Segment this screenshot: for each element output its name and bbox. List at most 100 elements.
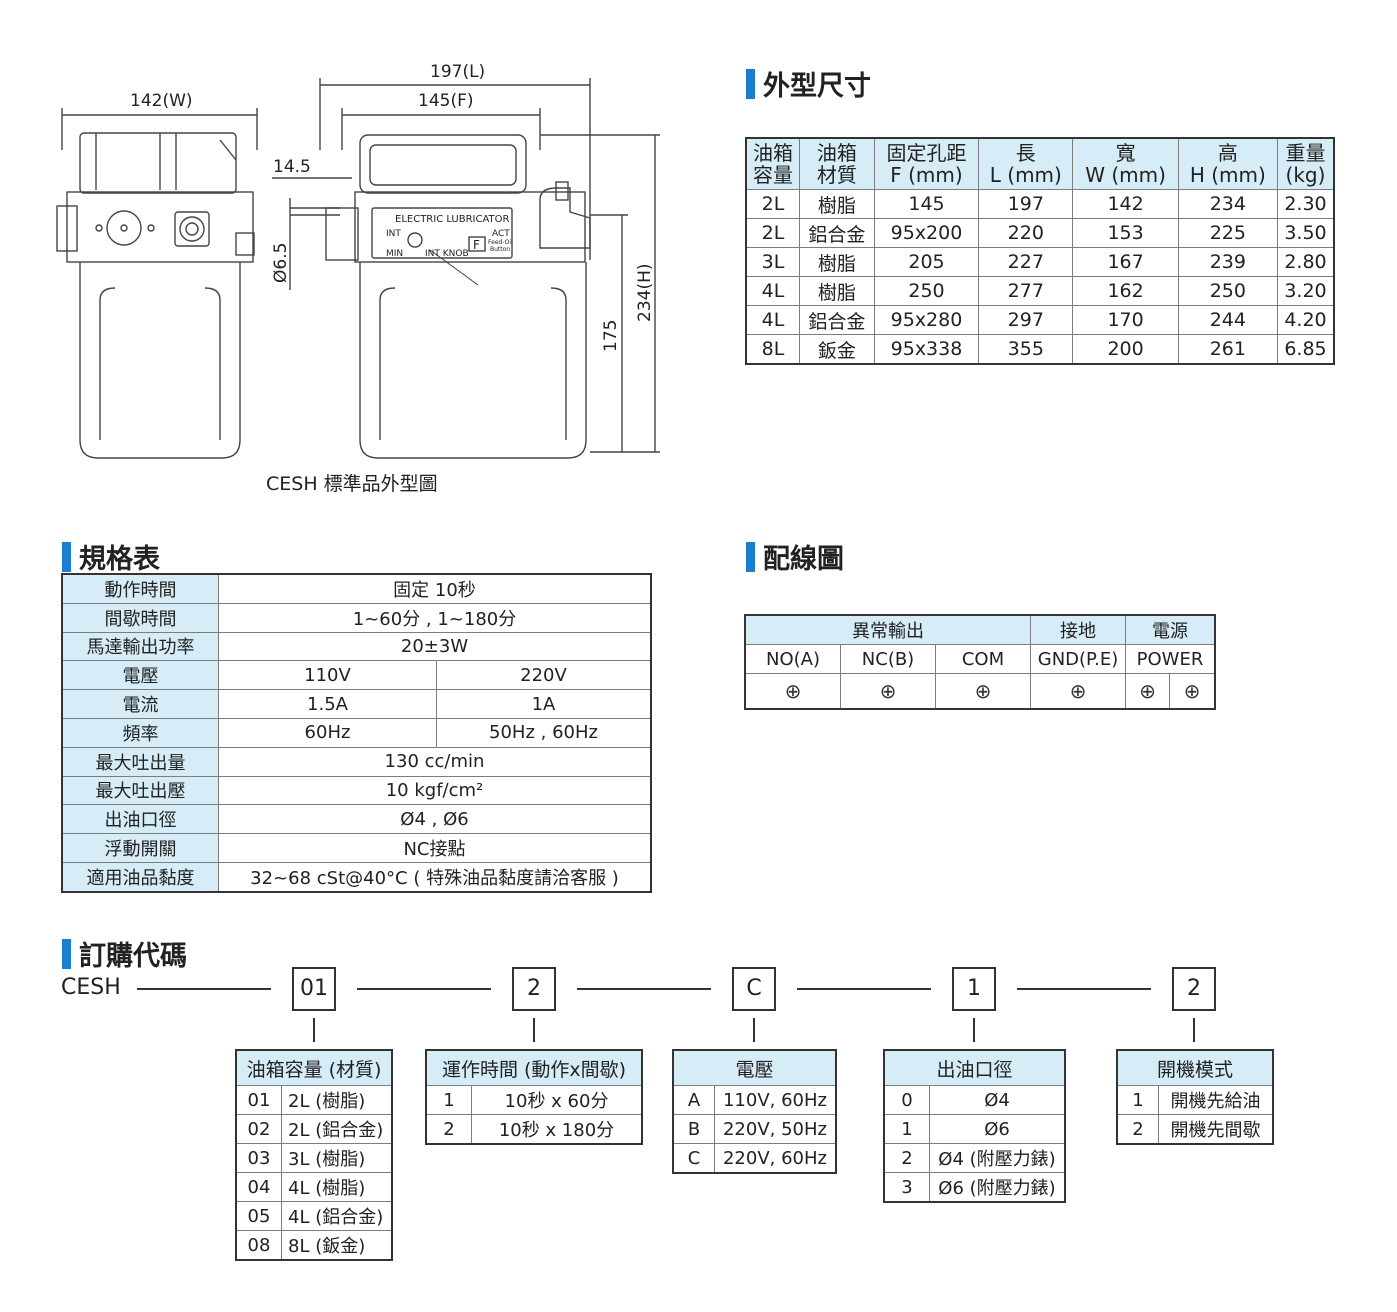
dim-header-weight: 重量(kg) bbox=[1276, 137, 1335, 190]
title-bar-icon bbox=[746, 541, 755, 572]
terminal-icon: ⊕ bbox=[1124, 673, 1171, 710]
code-leader bbox=[533, 1018, 535, 1042]
dim-header-material: 油箱材質 bbox=[799, 137, 875, 190]
group-ground: 接地 bbox=[1030, 614, 1126, 645]
spec-title: 規格表 bbox=[62, 537, 160, 576]
side-view bbox=[272, 78, 660, 459]
order-table-header: 油箱容量 (材質) bbox=[235, 1049, 393, 1086]
front-view bbox=[56, 108, 258, 459]
dim-fix-label: 145(F) bbox=[418, 91, 474, 111]
order-table-header: 開機模式 bbox=[1116, 1049, 1274, 1086]
panel-label-main: ELECTRIC LUBRICATOR bbox=[395, 214, 510, 225]
terminal-icon: ⊕ bbox=[1169, 673, 1216, 710]
wiring-group-row: 異常輸出 接地 電源 bbox=[744, 614, 1216, 645]
title-bar-icon bbox=[62, 938, 71, 969]
panel-label-int: INT bbox=[386, 229, 401, 239]
dim-length-label: 197(L) bbox=[430, 62, 485, 82]
panel-label-knob: INT KNOB bbox=[425, 249, 469, 259]
wiring-table: 異常輸出 接地 電源 NO(A) NC(B) COM GND(P.E) POWE… bbox=[744, 614, 1216, 710]
dim-width-label: 142(W) bbox=[130, 91, 193, 111]
order-table-header: 出油口徑 bbox=[883, 1049, 1066, 1086]
panel-label-f: F bbox=[473, 238, 480, 252]
code-box-capacity: 01 bbox=[292, 967, 336, 1011]
dimensions-title: 外型尺寸 bbox=[746, 64, 871, 103]
terminal-icon: ⊕ bbox=[744, 673, 841, 710]
product-outline-drawing: 142(W) 197(L) 145(F) 14.5 Ø6.5 175 234(H… bbox=[56, 62, 660, 459]
dim-header-capacity: 油箱容量 bbox=[745, 137, 800, 190]
code-box-mode: 2 bbox=[1172, 967, 1216, 1011]
order-table-header: 運作時間 (動作x間歇) bbox=[425, 1049, 643, 1086]
order-prefix: CESH bbox=[61, 975, 121, 1000]
panel-label-min: MIN bbox=[386, 249, 403, 259]
order-table-header: 電壓 bbox=[672, 1049, 837, 1086]
code-connector bbox=[137, 988, 271, 990]
code-connector bbox=[797, 988, 931, 990]
wiring-symbol-row: ⊕ ⊕ ⊕ ⊕ ⊕ ⊕ bbox=[744, 673, 1216, 710]
order-title: 訂購代碼 bbox=[62, 934, 187, 973]
code-leader bbox=[973, 1018, 975, 1042]
title-bar-icon bbox=[746, 68, 755, 99]
wiring-title: 配線圖 bbox=[746, 537, 844, 576]
group-power: 電源 bbox=[1125, 614, 1216, 645]
dim-hole-label: Ø6.5 bbox=[271, 243, 291, 283]
panel-label-button: Button bbox=[490, 246, 510, 253]
code-leader bbox=[313, 1018, 315, 1042]
title-bar-icon bbox=[62, 541, 71, 572]
code-box-outlet: 1 bbox=[952, 967, 996, 1011]
panel-label-act: ACT bbox=[492, 229, 510, 239]
dim-14-5-label: 14.5 bbox=[273, 157, 311, 177]
code-leader bbox=[1193, 1018, 1195, 1042]
code-connector bbox=[1017, 988, 1151, 990]
code-leader bbox=[753, 1018, 755, 1042]
table-row: 動作時間固定 10秒 bbox=[61, 573, 652, 604]
terminal-icon: ⊕ bbox=[1030, 673, 1126, 710]
terminal-icon: ⊕ bbox=[840, 673, 936, 710]
drawing-caption: CESH 標準品外型圖 bbox=[266, 473, 438, 495]
dim-175-label: 175 bbox=[601, 320, 621, 352]
panel-label-feed: Feed-Oil bbox=[488, 239, 513, 246]
